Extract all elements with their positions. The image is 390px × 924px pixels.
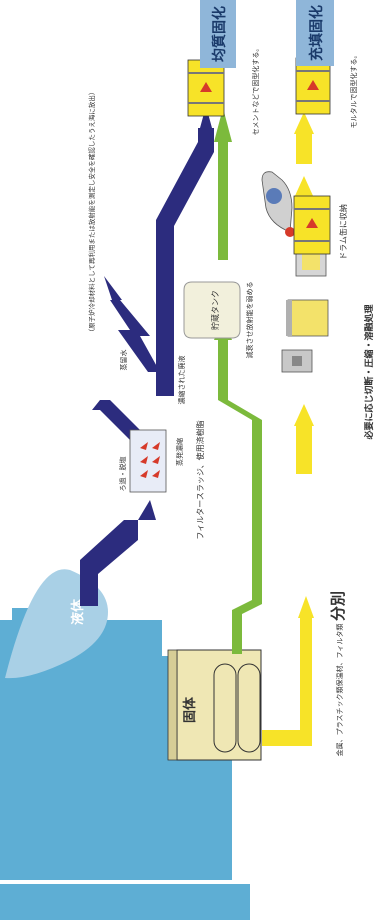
divider [0,880,390,884]
filter-label: ろ過・脱塩 [118,457,127,492]
filter-unit [129,429,167,493]
sorting-label: 分別 [329,591,347,621]
decay-label: 減衰させ放射能を弱める [245,282,254,359]
radiation-icon [307,80,319,90]
reactor-note: （原子炉冷却材料として再利用または放射能を測定し安全を確認したうえ海に放出） [87,89,96,336]
uniform-header-text: 均質固化 [211,6,228,62]
evap-label: 蒸発濃縮 [175,438,184,466]
plant-building [0,608,250,920]
uniform-solidify-header: 均質固化 [200,0,236,68]
compactor [281,299,329,373]
drum-storage-group [187,57,331,255]
radiation-icon [200,82,212,92]
liquid-flow [80,106,214,606]
fill-header-text: 充填固化 [308,5,325,61]
radiation-icon [306,218,318,228]
fill-solidify-header: 充填固化 [296,0,334,66]
concentrated-label: 濃縮された廃液 [177,356,186,405]
sludge-flow [214,108,262,654]
solid-box: 固体 [167,649,262,761]
distillate-label: 蒸留水 [119,350,128,371]
tank-label: 貯蔵タンク [210,290,220,330]
solid-label: 固体 [182,696,198,723]
mortar-label: モルタルで固型化する。 [349,52,358,129]
materials-label: 金属、プラスチック類保温材、フィルタ類 [335,624,344,757]
sludge-label: フィルタースラッジ、使用済樹脂 [195,420,205,539]
melter [261,171,293,233]
storage-tank: 貯蔵タンク [183,281,241,339]
drum-label: ドラム缶に収納 [338,204,348,260]
cement-label: セメントなどで固型化する。 [251,45,260,136]
cutting-label: 必要に応じ切断・圧縮・溶融処理 [363,304,375,440]
